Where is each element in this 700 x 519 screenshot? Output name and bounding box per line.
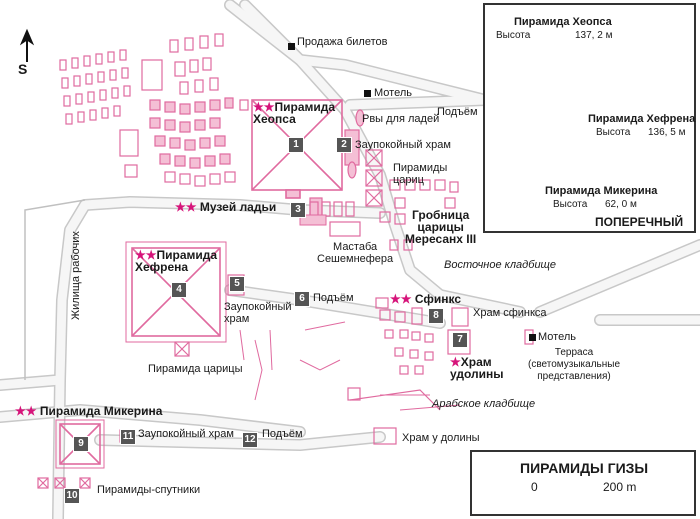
number-badge: 10	[64, 488, 80, 504]
number-badge: 5	[229, 276, 245, 292]
label-terrace: Терраса (светомузыкальные представления)	[528, 347, 621, 382]
khafre-queen-pyramid	[174, 341, 190, 357]
west-cemetery-tombs	[59, 33, 249, 187]
label-boat-museum: ★★ Музей ладьи	[175, 200, 277, 214]
satellite-pyramids	[37, 477, 91, 489]
label-mastaba: Мастаба Сешемнефера	[317, 241, 394, 265]
label-east-cemetery: Восточное кладбище	[444, 259, 557, 271]
number-badge: 4	[171, 282, 187, 298]
number-badge: 8	[428, 308, 444, 324]
number-badge: 2	[336, 137, 352, 153]
label-causeway-bottom: Подъём	[262, 428, 303, 440]
inset-khufu-name: Пирамида Хеопса	[514, 16, 612, 28]
east-cemetery-tombs	[309, 179, 459, 251]
inset-khufu-height: 137, 2 м	[575, 30, 613, 41]
inset-title: ПОПЕРЕЧНЫЙ	[595, 215, 684, 229]
number-badge: 3	[290, 202, 306, 218]
label-workers: Жилища рабочих	[70, 231, 82, 320]
number-badge: 11	[120, 429, 136, 445]
inset-menkaure-height: 62, 0 м	[605, 199, 637, 210]
map-title-box	[470, 450, 696, 516]
north-arrow	[19, 28, 35, 62]
sphinx-area	[347, 297, 534, 411]
label-causeway-top: Подъём	[437, 106, 478, 118]
number-badge: 1	[288, 137, 304, 153]
queens-pyramids	[365, 149, 383, 207]
label-valley-temple-bottom: Храм у долины	[402, 432, 480, 444]
khufu-causeway-strip	[299, 214, 327, 226]
number-badge: 6	[294, 291, 310, 307]
label-motel-top: Мотель	[374, 87, 412, 99]
label-valley-temple: ★Храм удолины	[450, 355, 504, 381]
label-menkaure: ★★ Пирамида Микерина	[15, 404, 163, 418]
cross-section-inset	[483, 3, 696, 233]
number-badge: 9	[73, 436, 89, 452]
khufu-pyramid	[251, 99, 343, 199]
khufu-temple-area	[309, 109, 365, 221]
label-queen-tomb: Гробница царицы Мересанх III	[405, 208, 477, 246]
label-mortuary-temple-bottom: Заупокойный храм	[138, 428, 234, 440]
inset-khufu-height-label: Высота	[496, 30, 531, 41]
label-queen-pyramid-mid: Пирамида царицы	[148, 363, 243, 375]
ticket-marker	[288, 43, 295, 50]
inset-menkaure-height-label: Высота	[553, 199, 588, 210]
number-badge: 7	[452, 332, 468, 348]
label-queens-pyramids: Пирамиды цариц	[393, 162, 448, 186]
label-mortuary-temple-top: Заупокойный храм	[355, 139, 451, 151]
label-mortuary-temple-mid: Заупокойный храм	[224, 301, 292, 325]
motel-right-marker	[529, 334, 536, 341]
label-boat-pits: Рвы для ладей	[362, 113, 440, 125]
wall-lines	[239, 321, 461, 411]
scale-end: 200 m	[603, 480, 637, 494]
label-khafre: ★★Пирамида Хефрена	[135, 248, 218, 274]
motel-top-marker	[364, 90, 371, 97]
label-motel-right: Мотель	[538, 331, 576, 343]
inset-khafre-height-label: Высота	[596, 127, 631, 138]
label-arab-cemetery: Арабское кладбище	[432, 398, 536, 410]
scale-start: 0	[531, 480, 538, 494]
label-sphinx-temple: Храм сфинкса	[473, 307, 547, 319]
label-khufu: ★★Пирамида Хеопса	[253, 100, 336, 126]
label-tickets: Продажа билетов	[297, 36, 388, 48]
workers-enclosure	[24, 199, 86, 380]
label-satellite: Пирамиды-спутники	[97, 484, 201, 496]
inset-khafre-height: 136, 5 м	[648, 127, 686, 138]
map-title: ПИРАМИДЫ ГИЗЫ	[520, 460, 649, 476]
inset-khafre-name: Пирамида Хефрена	[588, 113, 696, 125]
label-causeway-mid: Подъём	[313, 292, 354, 304]
inset-menkaure-name: Пирамида Микерина	[545, 185, 658, 197]
north-label: S	[18, 61, 28, 77]
number-badge: 12	[242, 432, 258, 448]
label-sphinx: ★★ Сфинкс	[390, 292, 462, 306]
